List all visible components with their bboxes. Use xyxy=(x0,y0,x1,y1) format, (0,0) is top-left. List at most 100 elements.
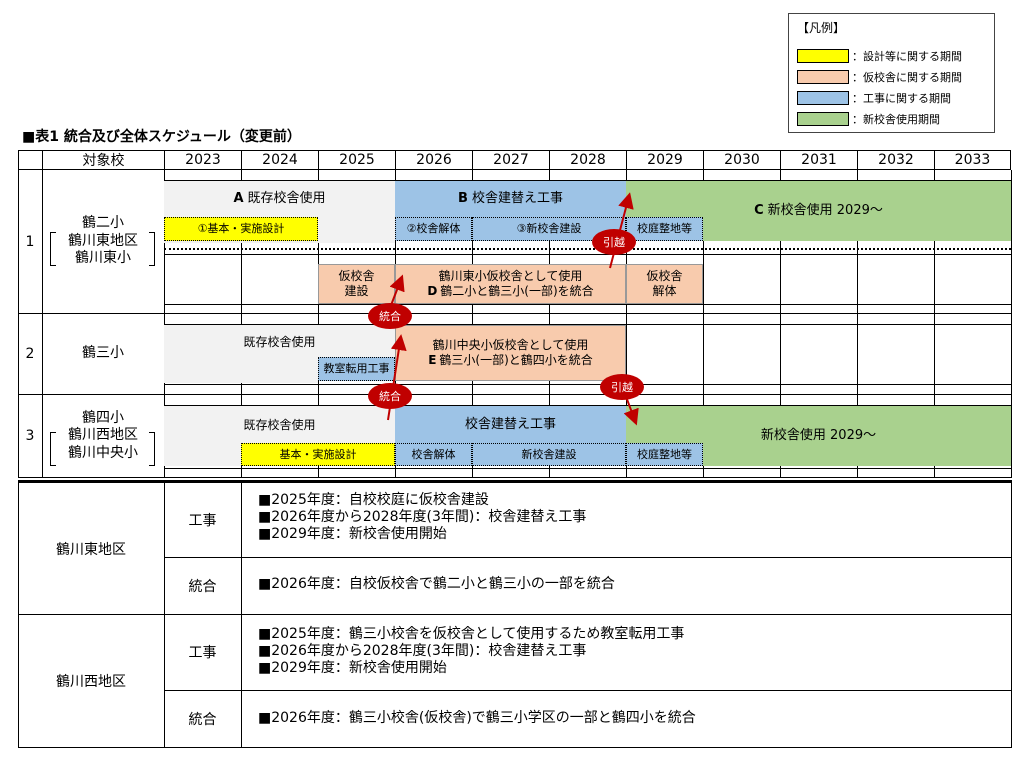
guide-line xyxy=(164,384,1011,385)
bar-label: 鶴川東小仮校舎として使用 xyxy=(438,269,583,283)
district-name: 鶴川西地区 xyxy=(68,427,138,444)
grid-vline xyxy=(42,170,43,478)
guide-line xyxy=(164,254,1011,255)
bar-letter: B xyxy=(458,190,468,206)
header-year: 2027 xyxy=(472,150,549,170)
bar-label: 鶴二小と鶴三小(一部)を統合 xyxy=(440,284,594,298)
bar-newbuild: ③新校舎建設 xyxy=(472,217,626,241)
legend-swatch-yellow xyxy=(797,49,849,63)
row-number: 2 xyxy=(25,345,35,362)
move-badge-2: 引越 xyxy=(600,374,644,400)
detail-line: ■2026年度から2028年度(3年間)：校舎建替え工事 xyxy=(258,642,587,659)
detail-line: ■2026年度から2028年度(3年間)：校舎建替え工事 xyxy=(258,508,587,525)
bar-rebuild-3: 校舎建替え工事 xyxy=(395,406,626,444)
label-merge-east: 統合 xyxy=(188,578,217,595)
bracket-left xyxy=(50,232,56,266)
guide-line xyxy=(164,304,1011,305)
bar-letter: E xyxy=(428,353,437,367)
guide-line xyxy=(164,180,1011,181)
legend-item-design: ：設計等に関する期間 xyxy=(797,48,962,63)
school-name: 鶴二小 xyxy=(82,215,124,232)
bar-grounds-3: 校庭整地等 xyxy=(626,443,703,466)
area-west: 鶴川西地区 xyxy=(56,674,126,690)
school-cell-3: 鶴四小 鶴川西地区 鶴川中央小 xyxy=(42,394,164,478)
bracket-left xyxy=(50,432,56,466)
district-name: 鶴川東地区 xyxy=(68,232,138,249)
gantt-frame xyxy=(18,170,1012,478)
detail-line: ■2029年度：新校舎使用開始 xyxy=(258,659,447,676)
header-year: 2023 xyxy=(164,150,241,170)
bar-classroom-conversion: 教室転用工事 xyxy=(318,357,395,381)
bar-label: 新校舎使用 2029～ xyxy=(767,202,883,218)
bar-existing-use-2: 既存校舎使用 xyxy=(164,325,395,359)
bar-demolish-3: 校舎解体 xyxy=(395,443,472,466)
bar-design-3: 基本・実施設計 xyxy=(241,443,395,466)
table-divider xyxy=(18,480,1012,483)
guide-line xyxy=(164,324,1011,325)
bar-letter: C xyxy=(754,202,764,218)
row-separator xyxy=(18,614,1012,615)
school-cell-1: 鶴二小 鶴川東地区 鶴川東小 xyxy=(42,170,164,313)
header-year: 2025 xyxy=(318,150,395,170)
merge-text-west: ■2026年度：鶴三小校舎(仮校舎)で鶴三小学区の一部と鶴四小を統合 xyxy=(258,710,696,726)
row-separator xyxy=(18,313,1012,314)
table-title: ■表1 統合及び全体スケジュール（変更前） xyxy=(22,129,301,145)
bracket-right xyxy=(149,432,155,466)
bar-newbuild-3: 新校舎建設 xyxy=(472,443,626,466)
school-name: 鶴三小 xyxy=(82,344,124,361)
detail-line: ■2025年度：自校校庭に仮校舎建設 xyxy=(258,492,489,508)
header-no xyxy=(18,150,42,170)
header-year: 2031 xyxy=(780,150,857,170)
legend-swatch-peach xyxy=(797,70,849,84)
detail-line: ■2029年度：新校舎使用開始 xyxy=(258,525,447,542)
bar-label: 鶴三小(一部)と鶴四小を統合 xyxy=(439,353,593,367)
guide-line xyxy=(164,405,1011,406)
bar-label: 鶴川中央小仮校舎として使用 xyxy=(432,338,589,352)
row-number: 1 xyxy=(25,233,35,250)
guide-line xyxy=(164,248,1011,250)
legend-swatch-green xyxy=(797,112,849,126)
bracket-right xyxy=(149,232,155,266)
label-work-east: 工事 xyxy=(188,513,217,529)
header-year: 2029 xyxy=(626,150,703,170)
header-year: 2024 xyxy=(241,150,318,170)
header-year: 2030 xyxy=(703,150,780,170)
bar-temp-build: 仮校舎 建設 xyxy=(318,264,395,304)
bar-label: 建設 xyxy=(344,284,369,298)
merge-text-east: ■2026年度：自校仮校舎で鶴二小と鶴三小の一部を統合 xyxy=(258,576,615,592)
bar-label: 解体 xyxy=(652,284,677,298)
move-badge-1: 引越 xyxy=(592,229,636,255)
bar-existing-fill-2 xyxy=(164,359,318,383)
bar-demolish: ②校舎解体 xyxy=(395,217,472,241)
merge-badge-2: 統合 xyxy=(368,383,412,409)
guide-line xyxy=(164,468,1011,469)
header-year: 2028 xyxy=(549,150,626,170)
bar-design: ①基本・実施設計 xyxy=(164,217,318,241)
bar-label: 校舎建替え工事 xyxy=(471,190,563,206)
school-name: 鶴四小 xyxy=(82,409,124,426)
school-cell-2: 鶴三小 xyxy=(42,313,164,394)
header-year: 2033 xyxy=(934,150,1011,170)
bar-label: 仮校舎 xyxy=(338,269,375,283)
legend-item-work: ：工事に関する期間 xyxy=(797,90,951,105)
detail-table xyxy=(18,483,1012,748)
legend-item-temp: ：仮校舎に関する期間 xyxy=(797,69,962,84)
row-separator xyxy=(18,394,1012,395)
row-separator xyxy=(164,690,1012,691)
legend-item-new: ：新校舎使用期間 xyxy=(797,111,940,126)
bar-existing-fill-3 xyxy=(164,444,241,466)
school-name: 鶴川東小 xyxy=(75,250,131,267)
bar-temp-demolish: 仮校舎 解体 xyxy=(626,264,703,304)
school-name: 鶴川中央小 xyxy=(68,444,138,461)
bar-label: 既存校舎使用 xyxy=(247,190,326,206)
header-year: 2026 xyxy=(395,150,472,170)
bar-label: 仮校舎 xyxy=(646,269,683,283)
bar-grounds: 校庭整地等 xyxy=(626,217,703,241)
